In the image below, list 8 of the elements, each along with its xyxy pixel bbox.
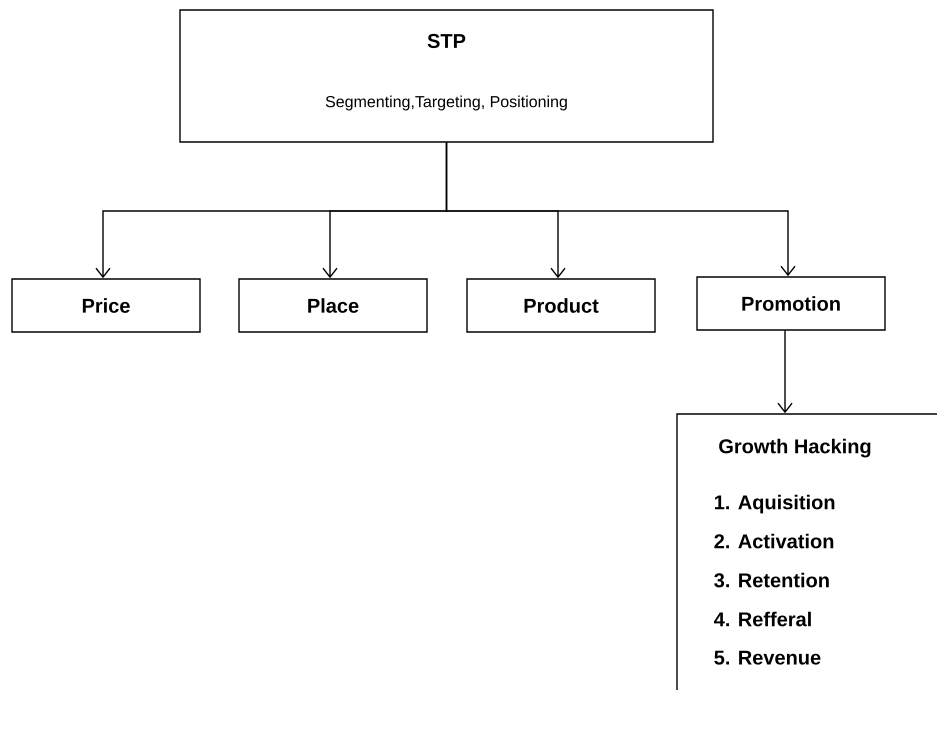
process-box: Place	[238, 278, 428, 333]
process-box: Promotion	[696, 276, 886, 331]
process-box: STP Segmenting,Targeting, Positioning	[179, 9, 714, 143]
process-box: Price	[11, 278, 201, 333]
arrow	[95, 142, 796, 278]
arrow	[777, 330, 793, 414]
process-box: Product	[466, 278, 656, 333]
list-box: Growth Hacking 1. Aquisition 2. Activation 3. Retention 4. Refferal 5. Revenue	[676, 413, 937, 690]
